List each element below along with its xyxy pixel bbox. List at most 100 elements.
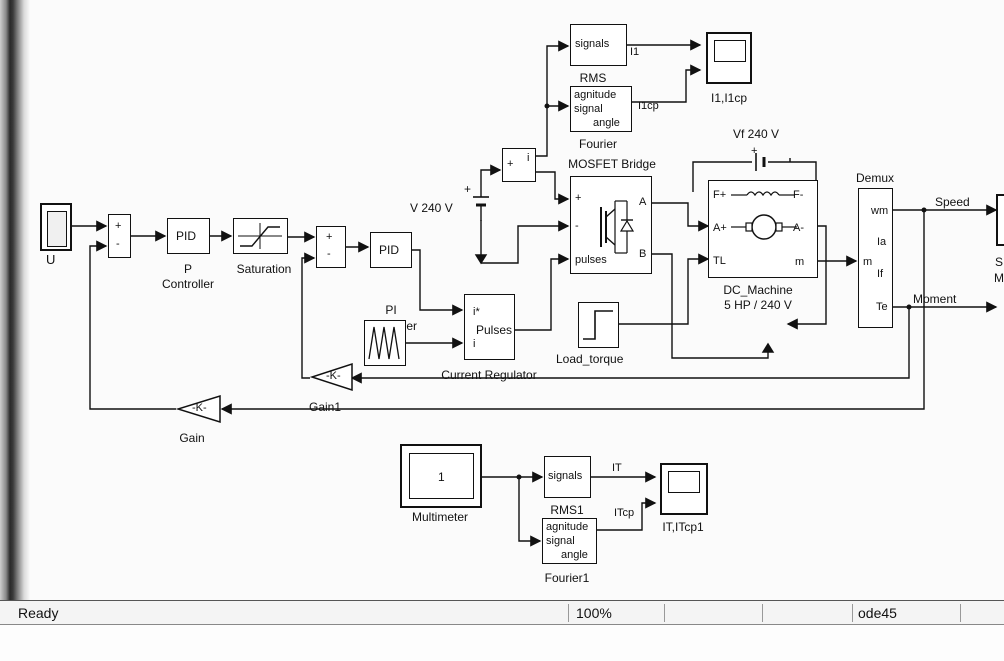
sum-2-plus: +: [326, 231, 333, 243]
gain-label: Gain: [179, 431, 205, 445]
rms-output-label: I1: [630, 46, 640, 58]
sum-top-plus: +: [507, 158, 514, 170]
fourier-port-magnitude: agnitude: [574, 89, 617, 101]
current-regulator-label: Current Regulator: [441, 368, 537, 382]
field-source-label: Vf 240 V: [733, 127, 780, 141]
gain-value: -K-: [192, 402, 207, 414]
multimeter-value: 1: [438, 470, 445, 484]
machine-port-f-plus: F+: [713, 189, 727, 201]
demux-block[interactable]: m wm Ia If Te: [858, 188, 893, 328]
machine-port-m: m: [795, 256, 805, 268]
demux-out-te: Te: [876, 301, 888, 313]
right-scope-label-s: S: [995, 255, 1004, 269]
scope-screen-icon: [714, 40, 746, 62]
regulator-in-ref: i*: [473, 306, 480, 318]
sum-block-top[interactable]: + i: [502, 148, 536, 182]
p-controller-label-1: P: [183, 262, 193, 276]
load-torque-block[interactable]: [578, 302, 619, 348]
pid-pi-block[interactable]: PID: [370, 232, 412, 268]
sum-top-i: i: [527, 152, 530, 164]
pid-pi-text: PID: [379, 243, 400, 257]
field-source-icon[interactable]: [752, 153, 772, 171]
step-icon: [583, 310, 613, 340]
pid-p-text: PID: [176, 229, 197, 243]
carrier-wave-block[interactable]: [364, 320, 406, 366]
scope-u[interactable]: [40, 203, 72, 251]
pid-p-block[interactable]: PID: [167, 218, 210, 254]
source-plus-sign: +: [464, 182, 472, 196]
solver-name: ode45: [858, 605, 897, 621]
status-divider: [852, 604, 853, 622]
dc-motor-icon: [731, 191, 797, 240]
load-torque-label: Load_torque: [556, 352, 624, 366]
dc-source-label: V 240 V: [410, 201, 453, 215]
demux-out-if: If: [877, 268, 884, 280]
status-text: Ready: [18, 605, 59, 621]
sum-block-2[interactable]: + -: [316, 226, 346, 268]
fourier1-port-signal: signal: [546, 535, 575, 547]
p-controller-label-2: Controller: [161, 277, 215, 291]
dc-machine-block[interactable]: F+ F- A+ A- TL m: [708, 180, 818, 278]
status-divider: [568, 604, 569, 622]
rms1-input-port: signals: [548, 470, 583, 482]
rms-block[interactable]: signals: [570, 24, 627, 66]
fourier-block[interactable]: agnitude signal angle: [570, 86, 632, 132]
right-scope-label-m: M: [994, 271, 1004, 285]
gain-block[interactable]: [176, 394, 222, 424]
page-margin: [0, 624, 1004, 661]
rms1-block[interactable]: signals: [544, 456, 591, 498]
fourier-port-angle: angle: [593, 117, 620, 129]
status-divider: [960, 604, 961, 622]
status-divider: [762, 604, 763, 622]
saturation-icon: [238, 223, 282, 249]
bridge-port-pulses: pulses: [575, 254, 607, 266]
sum-1-plus: +: [115, 220, 122, 232]
scope-u-label: U: [46, 252, 56, 267]
fourier1-port-magnitude: agnitude: [546, 521, 589, 533]
demux-out-ia: Ia: [877, 236, 887, 248]
scanned-page-edge: [0, 0, 30, 660]
gain1-value: -K-: [326, 370, 341, 382]
machine-port-a-plus: A+: [713, 222, 727, 234]
gain1-label: Gain1: [308, 400, 342, 414]
dc-machine-label: DC_Machine: [723, 283, 793, 297]
machine-port-f-minus: F-: [793, 189, 804, 201]
bridge-port-minus: -: [575, 220, 579, 232]
scope-i1[interactable]: [706, 32, 752, 84]
multimeter-block[interactable]: 1: [400, 444, 482, 508]
triangle-wave-icon: [368, 326, 400, 360]
scope-it-label: IT,ITcp1: [662, 520, 704, 534]
scope-screen-icon: [668, 471, 700, 493]
speed-moment-scope-partial[interactable]: [996, 194, 1004, 246]
fourier-output-label: I1cp: [638, 100, 659, 112]
scope-i1-label: I1,I1cp: [710, 91, 748, 105]
rms-label: RMS: [579, 71, 607, 85]
rms-input-port: signals: [575, 38, 610, 50]
gain1-block[interactable]: [310, 362, 354, 392]
scope-it[interactable]: [660, 463, 708, 515]
fourier1-block[interactable]: agnitude signal angle: [542, 518, 597, 564]
rms1-label: RMS1: [550, 503, 584, 517]
regulator-out-pulses: Pulses: [476, 323, 513, 337]
moment-signal-label: Moment: [913, 292, 957, 306]
fourier1-output-label: ITcp: [614, 507, 635, 519]
scope-screen-icon: [47, 211, 67, 247]
mosfet-symbol-icon: [600, 200, 635, 254]
fourier-port-signal: signal: [574, 103, 603, 115]
status-bar: Ready 100% ode45: [0, 600, 1004, 625]
sum-block-1[interactable]: + -: [108, 214, 131, 258]
sum-2-minus: -: [327, 248, 331, 260]
current-regulator-block[interactable]: i* i Pulses: [464, 294, 515, 360]
multimeter-label: Multimeter: [411, 510, 469, 524]
fourier1-label: Fourier1: [544, 571, 590, 585]
demux-out-wm: wm: [871, 205, 889, 217]
rms1-output-label: IT: [612, 462, 622, 474]
demux-in-m: m: [863, 256, 873, 268]
zoom-level[interactable]: 100%: [576, 605, 612, 621]
model-canvas[interactable]: U + - PID P Controller Saturation + - PI…: [0, 0, 1004, 600]
saturation-label: Saturation: [236, 262, 292, 276]
dc-source-icon[interactable]: [471, 185, 491, 225]
mosfet-bridge-block[interactable]: + - pulses A B: [570, 176, 652, 274]
multimeter-display: 1: [409, 453, 474, 499]
saturation-block[interactable]: [233, 218, 288, 254]
